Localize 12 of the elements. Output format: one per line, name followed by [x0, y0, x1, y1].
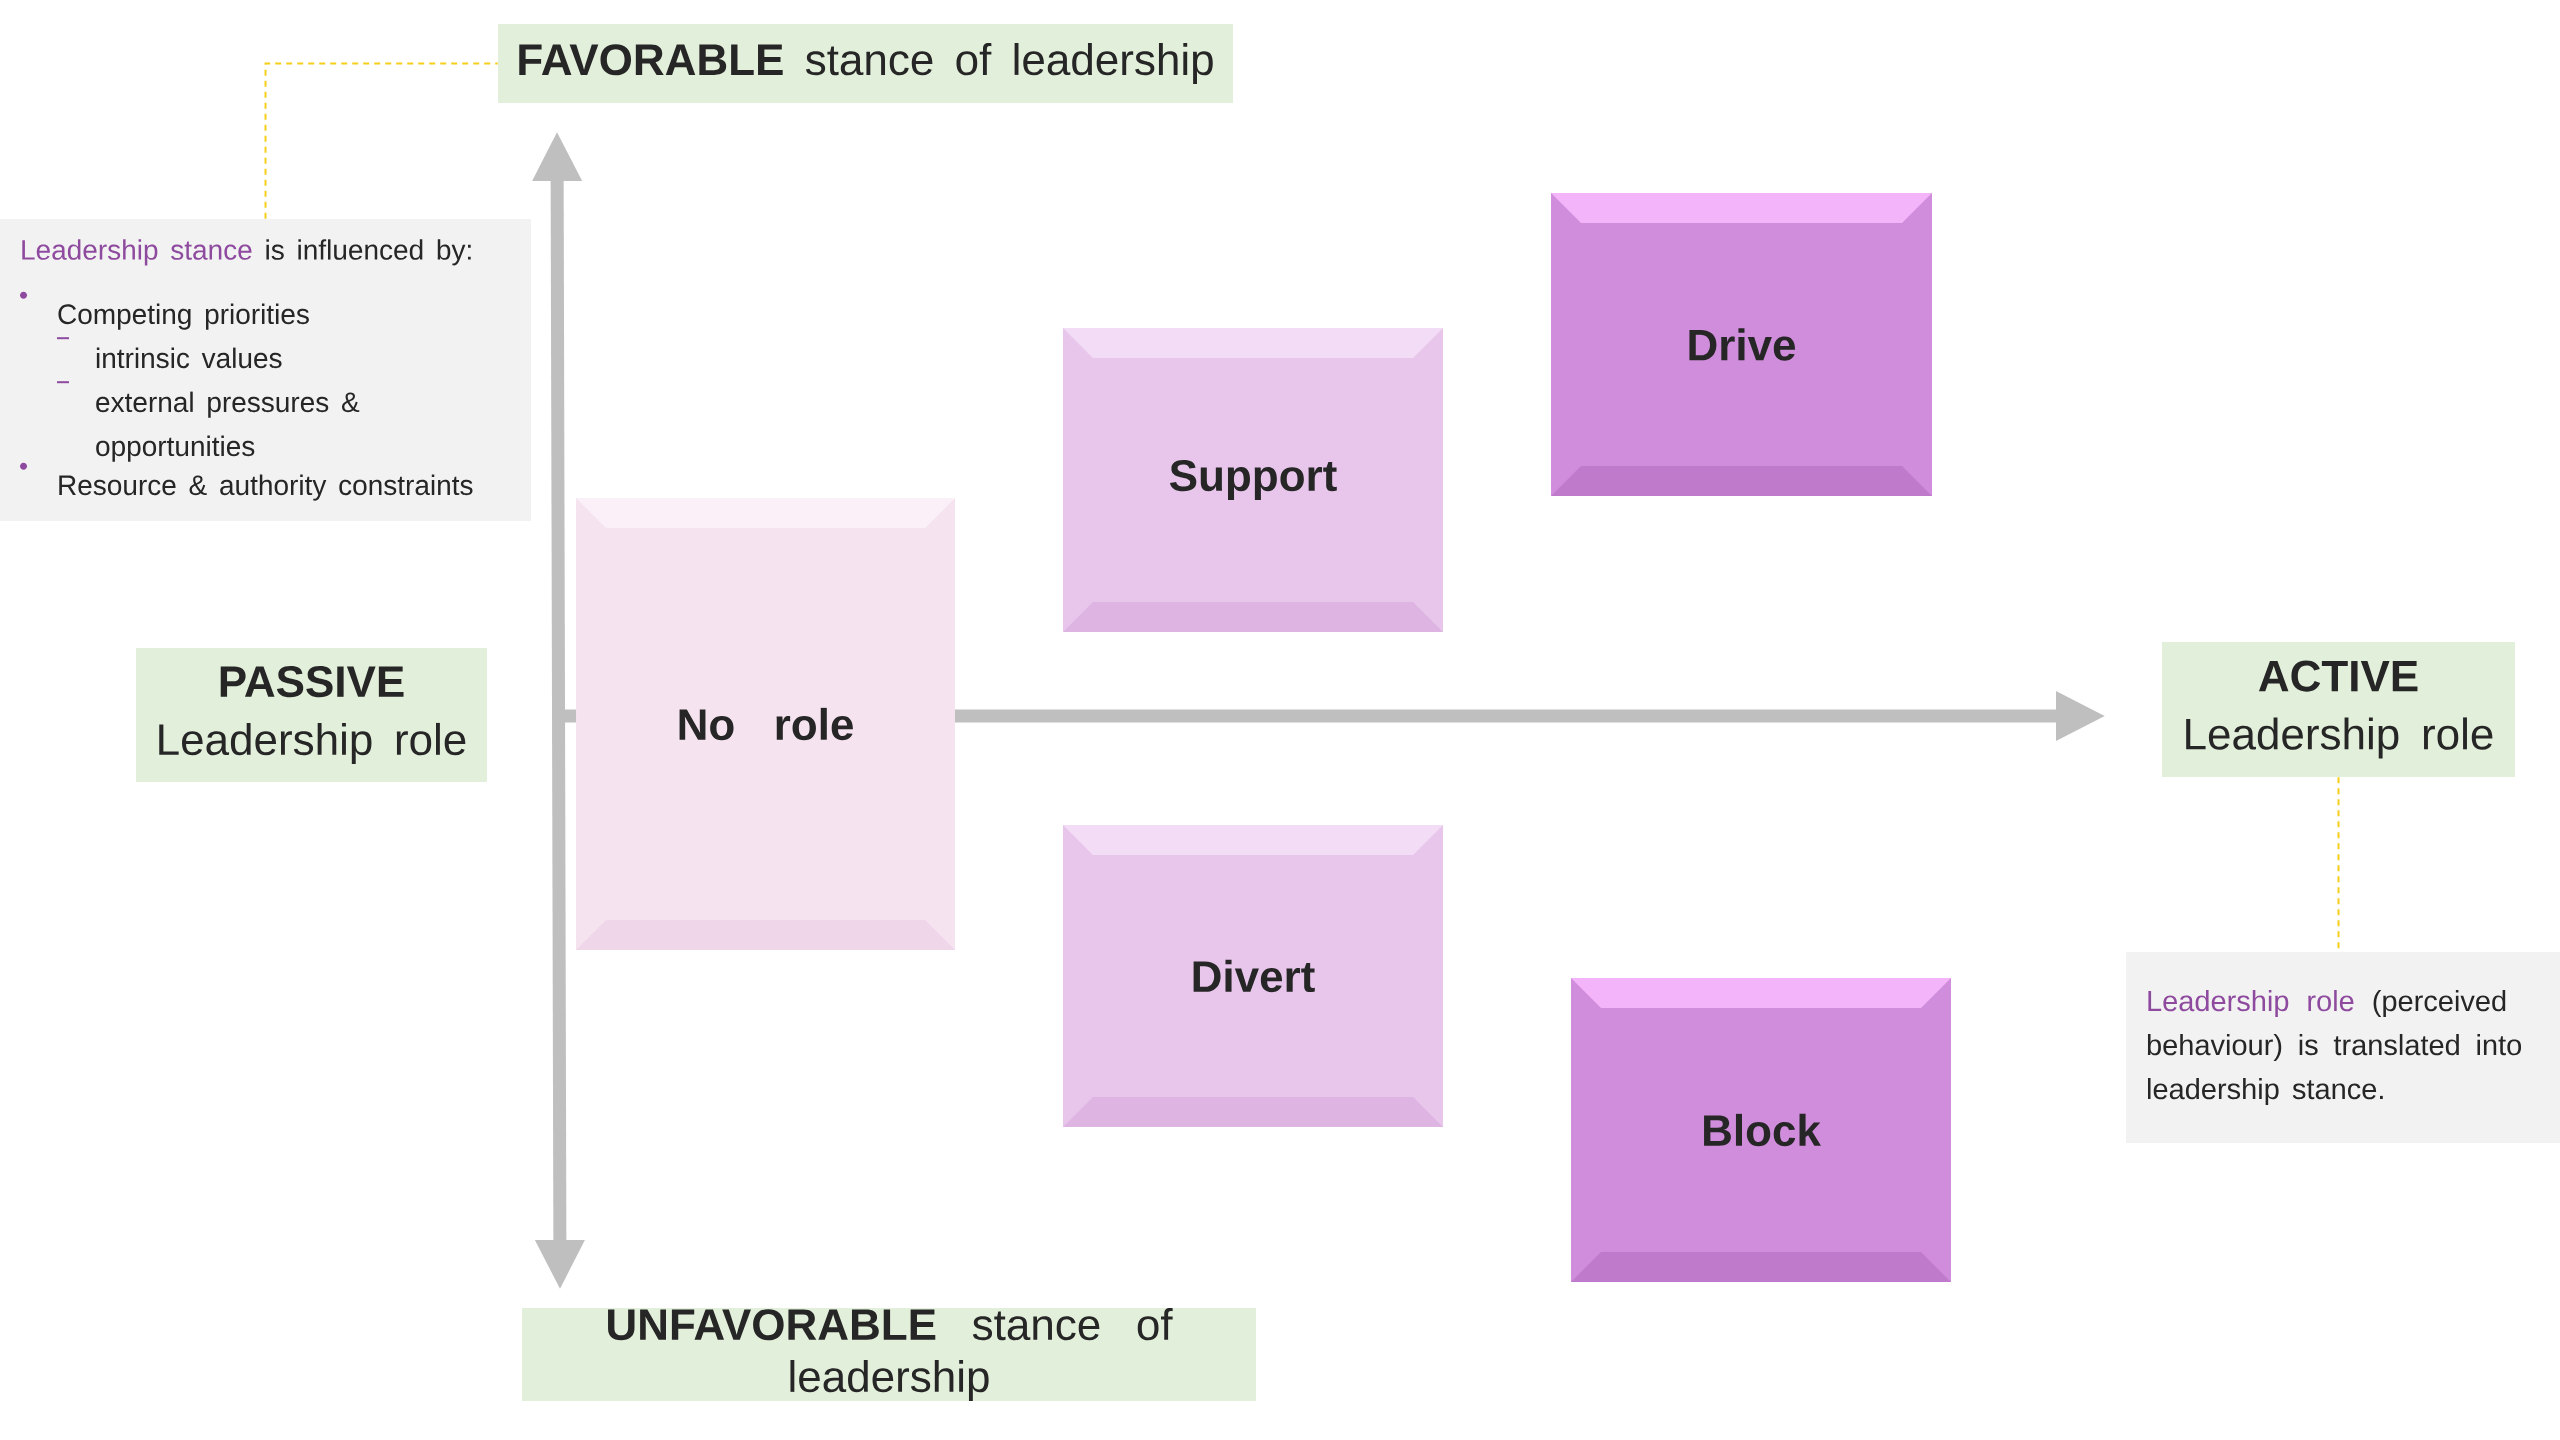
quadrant-box: Block — [1571, 978, 1951, 1282]
note-box: Leadership role (perceived behaviour) is translated into leadership stance. — [2126, 952, 2560, 1143]
axis-label-box: FAVORABLE stance of leadership — [498, 24, 1233, 103]
axis-label-box: PASSIVE Leadership role — [136, 648, 487, 782]
quadrant-box: No role — [576, 498, 955, 950]
quadrant-box: Support — [1063, 328, 1443, 632]
leader-line — [264, 62, 499, 220]
axis-label-box: UNFAVORABLE stance of leadership — [522, 1308, 1256, 1401]
quadrant-box: Drive — [1551, 193, 1932, 496]
note-box: Leadership stance is influenced by: Competing priorities intrinsic values external pressures & opportunities Resource & authority constraints — [0, 219, 531, 521]
axis-label-box: ACTIVE Leadership role — [2162, 642, 2515, 777]
quadrant-box: Divert — [1063, 825, 1443, 1127]
